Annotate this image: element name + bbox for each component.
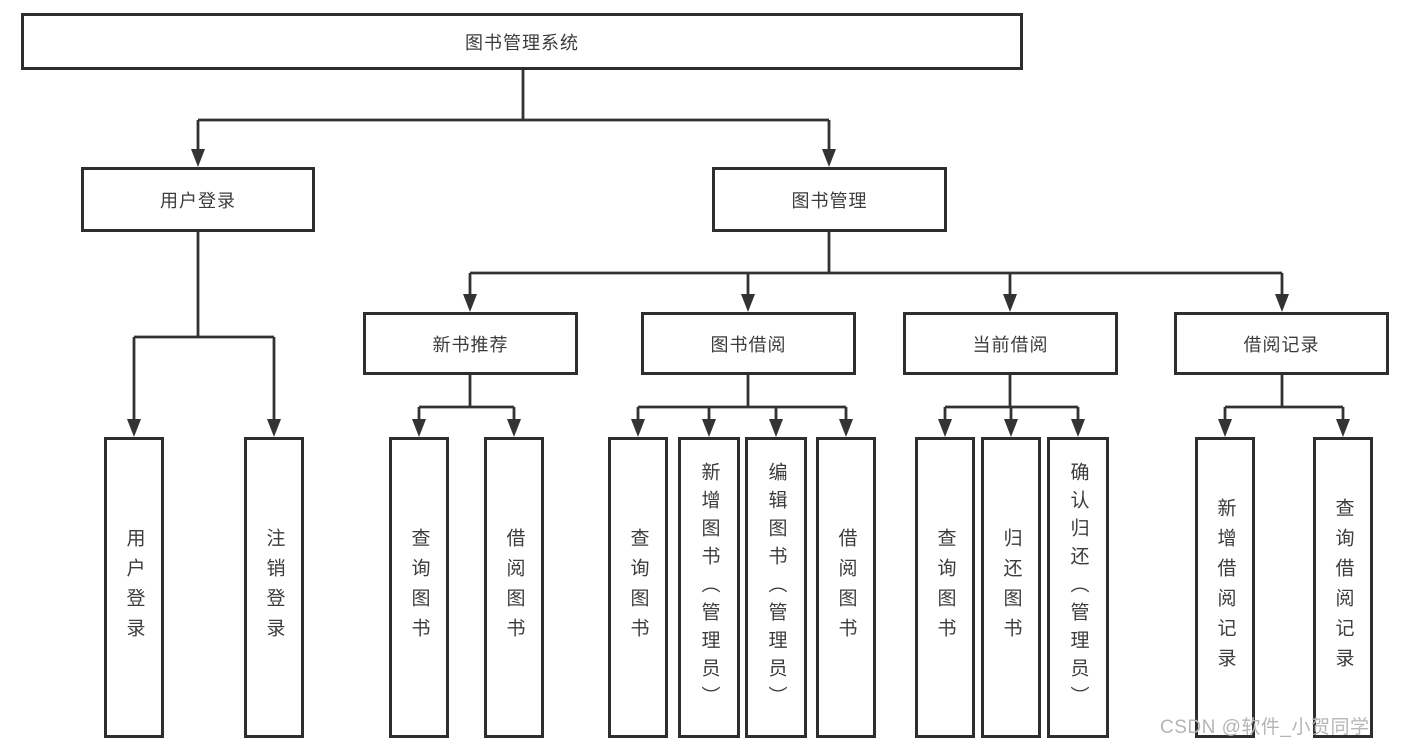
leaf-borrow-books-borrowing: 借阅图书 (816, 437, 876, 738)
node-label: 查询图书 (408, 527, 430, 648)
node-label: 查询图书 (934, 527, 956, 648)
node-new-book-recommend: 新书推荐 (363, 312, 578, 375)
node-label: 新增借阅记录 (1214, 497, 1236, 678)
node-label: 用户登录 (123, 527, 145, 648)
node-label: 归还图书 (1000, 527, 1022, 648)
leaf-confirm-return-admin: 确认归还（管理员） (1047, 437, 1109, 738)
node-label: 当前借阅 (972, 334, 1049, 355)
leaf-logout: 注销登录 (244, 437, 304, 738)
node-label: 借阅图书 (503, 527, 525, 648)
node-label: 用户登录 (160, 190, 236, 211)
node-user-login: 用户登录 (81, 167, 315, 232)
leaf-query-books-current: 查询图书 (915, 437, 975, 738)
leaf-add-borrow-record: 新增借阅记录 (1195, 437, 1255, 738)
node-label: 注销登录 (263, 527, 285, 648)
leaf-query-books-borrowing: 查询图书 (608, 437, 668, 738)
leaf-borrow-books-recommend: 借阅图书 (484, 437, 544, 738)
node-label: 图书管理系统 (465, 32, 579, 53)
leaf-query-books-recommend: 查询图书 (389, 437, 449, 738)
leaf-user-login: 用户登录 (104, 437, 164, 738)
node-book-management: 图书管理 (712, 167, 947, 232)
leaf-query-borrow-record: 查询借阅记录 (1313, 437, 1373, 738)
node-borrowing-records: 借阅记录 (1174, 312, 1389, 375)
node-label: 查询借阅记录 (1332, 497, 1354, 678)
csdn-watermark: CSDN @软件_小贺同学 (1160, 717, 1370, 738)
node-label: 图书管理 (791, 190, 868, 211)
node-label: 确认归还（管理员） (1067, 461, 1089, 714)
node-library-system: 图书管理系统 (21, 13, 1023, 70)
leaf-return-books: 归还图书 (981, 437, 1041, 738)
node-label: 图书借阅 (710, 334, 787, 355)
node-label: 新增图书（管理员） (698, 461, 720, 714)
node-label: 新书推荐 (432, 334, 509, 355)
leaf-edit-books-admin: 编辑图书（管理员） (745, 437, 807, 738)
node-current-borrowing: 当前借阅 (903, 312, 1118, 375)
node-book-borrowing: 图书借阅 (641, 312, 856, 375)
node-label: 借阅记录 (1243, 334, 1320, 355)
node-label: 编辑图书（管理员） (765, 461, 787, 714)
leaf-add-books-admin: 新增图书（管理员） (678, 437, 740, 738)
node-label: 查询图书 (627, 527, 649, 648)
node-label: 借阅图书 (835, 527, 857, 648)
